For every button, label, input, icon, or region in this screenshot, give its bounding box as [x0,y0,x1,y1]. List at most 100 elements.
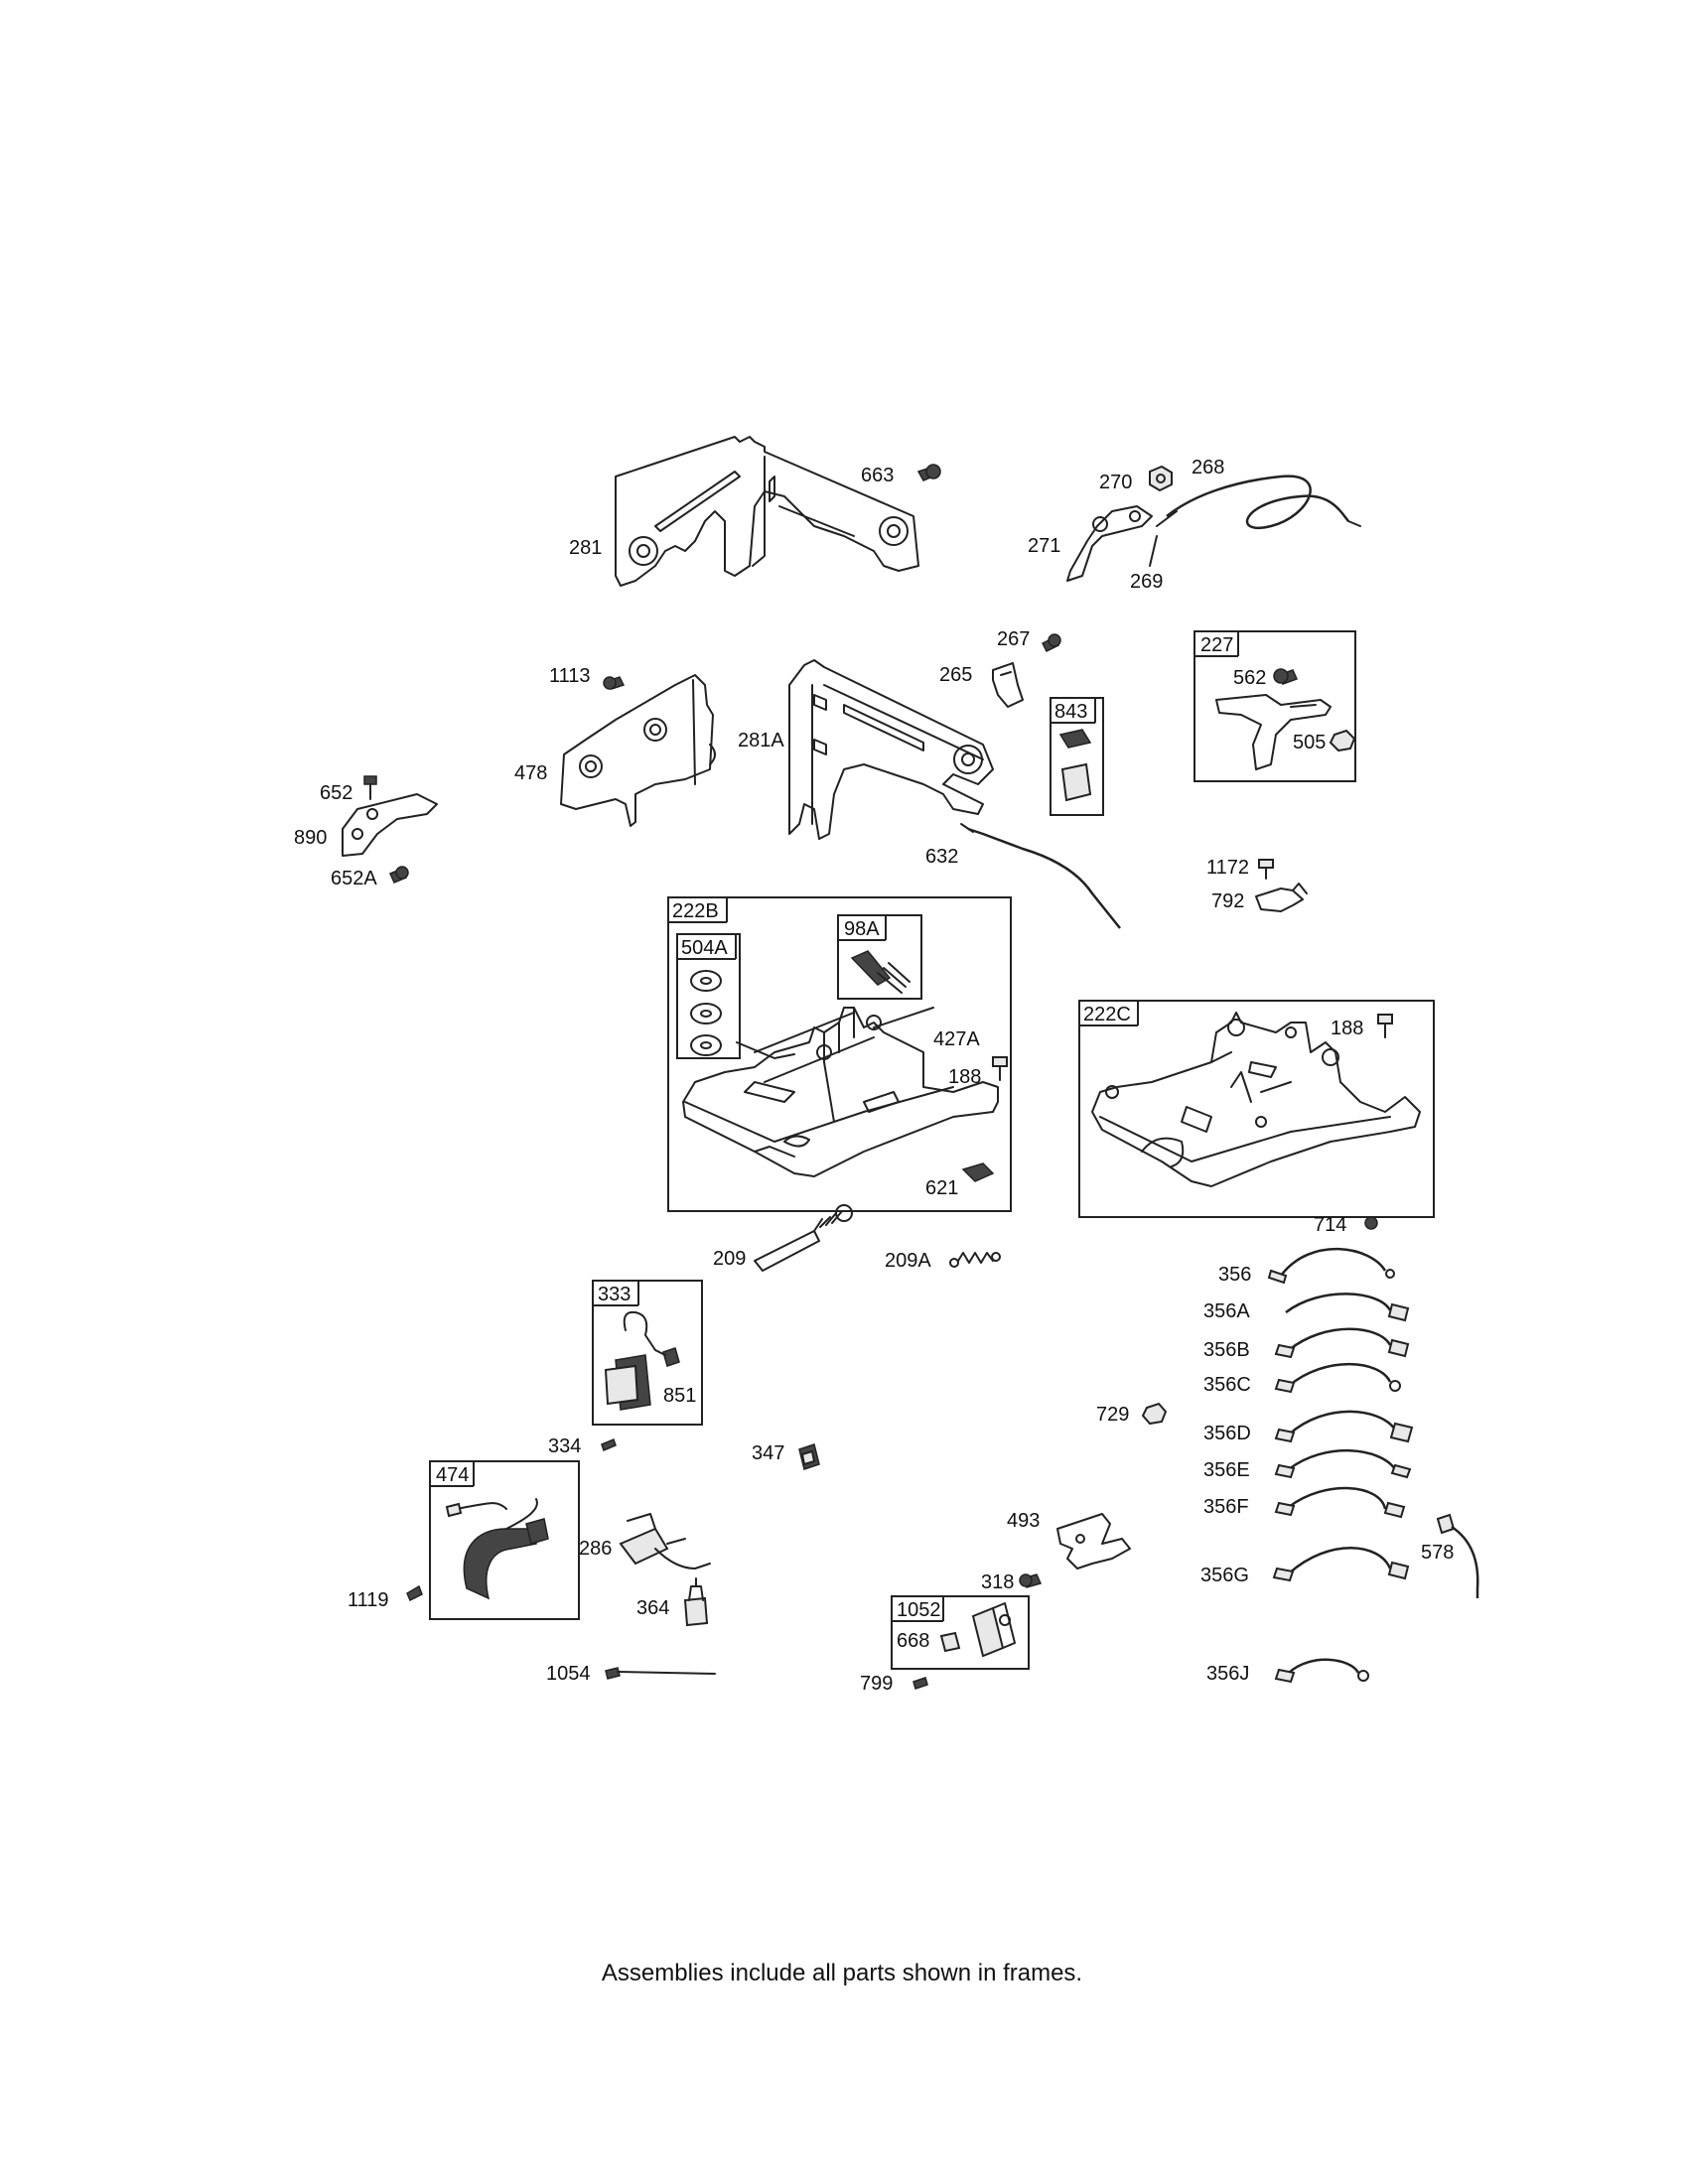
part-1052-solenoid [971,1602,1016,1658]
part-1054-tie [605,1667,716,1680]
frame-1052 [891,1595,1030,1670]
part-474-coil [445,1498,549,1600]
part-267-screw [1041,633,1061,653]
label-632: 632 [925,846,958,868]
label-1172: 1172 [1206,857,1249,879]
part-843-block [1058,729,1092,802]
label-578: 578 [1421,1542,1454,1564]
part-478-plate [560,674,716,827]
part-347-clip [798,1443,820,1470]
label-427A: 427A [933,1028,980,1050]
part-268-cable [1156,475,1361,529]
frame-label-843: 843 [1054,701,1087,723]
label-652: 652 [320,782,352,804]
part-222C-base [1091,1012,1421,1187]
part-318-screw [1019,1573,1043,1588]
label-1113: 1113 [549,665,591,687]
frame-227 [1193,630,1356,782]
leader-269 [1149,535,1158,567]
part-714-nut [1364,1216,1378,1230]
part-1172-screw [1258,859,1274,880]
label-562: 562 [1233,667,1266,689]
label-268: 268 [1192,457,1224,478]
frame-label-1052: 1052 [897,1599,941,1621]
frame-222C [1078,1000,1435,1218]
part-364-sensor [683,1577,709,1627]
label-1119: 1119 [348,1589,389,1611]
part-286-module [619,1513,711,1570]
label-356G: 356G [1200,1565,1249,1586]
frame-333 [592,1280,703,1426]
part-504A-washers [690,970,722,1056]
part-281A-bracket [788,659,994,840]
label-188a: 188 [948,1066,981,1088]
label-356D: 356D [1203,1423,1251,1444]
label-281A: 281A [738,730,784,751]
frame-222B [667,896,1012,1212]
label-265: 265 [939,664,972,686]
label-356A: 356A [1203,1300,1250,1322]
label-188b: 188 [1331,1018,1363,1039]
label-334: 334 [548,1435,581,1457]
part-188-bolt-a [992,1056,1008,1081]
part-98A-screw-spring [850,950,911,994]
frame-label-333: 333 [598,1284,631,1305]
label-792: 792 [1211,890,1244,912]
part-729-nut [1141,1402,1168,1426]
part-621-clip [961,1162,995,1182]
part-209-spring [754,1204,853,1272]
label-364: 364 [636,1597,669,1619]
part-663-screw [916,464,941,481]
label-356F: 356F [1203,1496,1249,1518]
part-270-nut [1149,465,1173,492]
frame-98A [837,914,922,1000]
frame-label-504A: 504A [681,937,728,959]
part-578-wire [1436,1513,1479,1598]
label-505: 505 [1293,732,1326,753]
frame-label-222B: 222B [672,900,719,922]
frame-label-98A: 98A [844,918,880,940]
label-621: 621 [925,1177,958,1199]
label-729: 729 [1096,1404,1129,1426]
label-209: 209 [713,1248,746,1270]
label-1054: 1054 [546,1663,591,1685]
part-1113-screw [603,676,626,690]
label-851: 851 [663,1385,696,1407]
part-792-bracket [1255,883,1308,912]
part-271-lever [1066,505,1153,582]
part-1119-screw [406,1584,423,1602]
part-222B-base [682,1007,999,1177]
label-269: 269 [1130,571,1163,593]
frame-label-474: 474 [436,1464,469,1486]
label-286: 286 [579,1538,612,1560]
label-347: 347 [752,1442,784,1464]
part-505-nut [1329,729,1356,752]
label-356C: 356C [1203,1374,1251,1396]
frame-843 [1050,697,1104,816]
part-188-bolt-b [1377,1014,1393,1038]
frame-474 [429,1460,580,1620]
part-227-lever [1215,694,1332,770]
part-652-screw [363,775,377,800]
part-333-armature [604,1310,680,1411]
part-632-link [967,827,1121,929]
label-281: 281 [569,537,602,559]
label-890: 890 [294,827,327,849]
part-209A-spring [949,1252,1001,1268]
part-799-screw [912,1677,928,1690]
label-478: 478 [514,762,547,784]
label-799: 799 [860,1673,893,1695]
part-890-bracket [342,793,438,857]
label-356B: 356B [1203,1339,1250,1361]
label-663: 663 [861,465,894,486]
frame-label-222C: 222C [1083,1004,1131,1025]
label-493: 493 [1007,1510,1040,1532]
part-334-screw [601,1437,617,1452]
footer-note: Assemblies include all parts shown in fr… [602,1960,1082,1986]
frame-label-227: 227 [1200,634,1233,656]
label-356J: 356J [1206,1663,1249,1685]
label-356E: 356E [1203,1459,1250,1481]
part-356-wires [1267,1247,1414,1684]
label-318: 318 [981,1571,1014,1593]
